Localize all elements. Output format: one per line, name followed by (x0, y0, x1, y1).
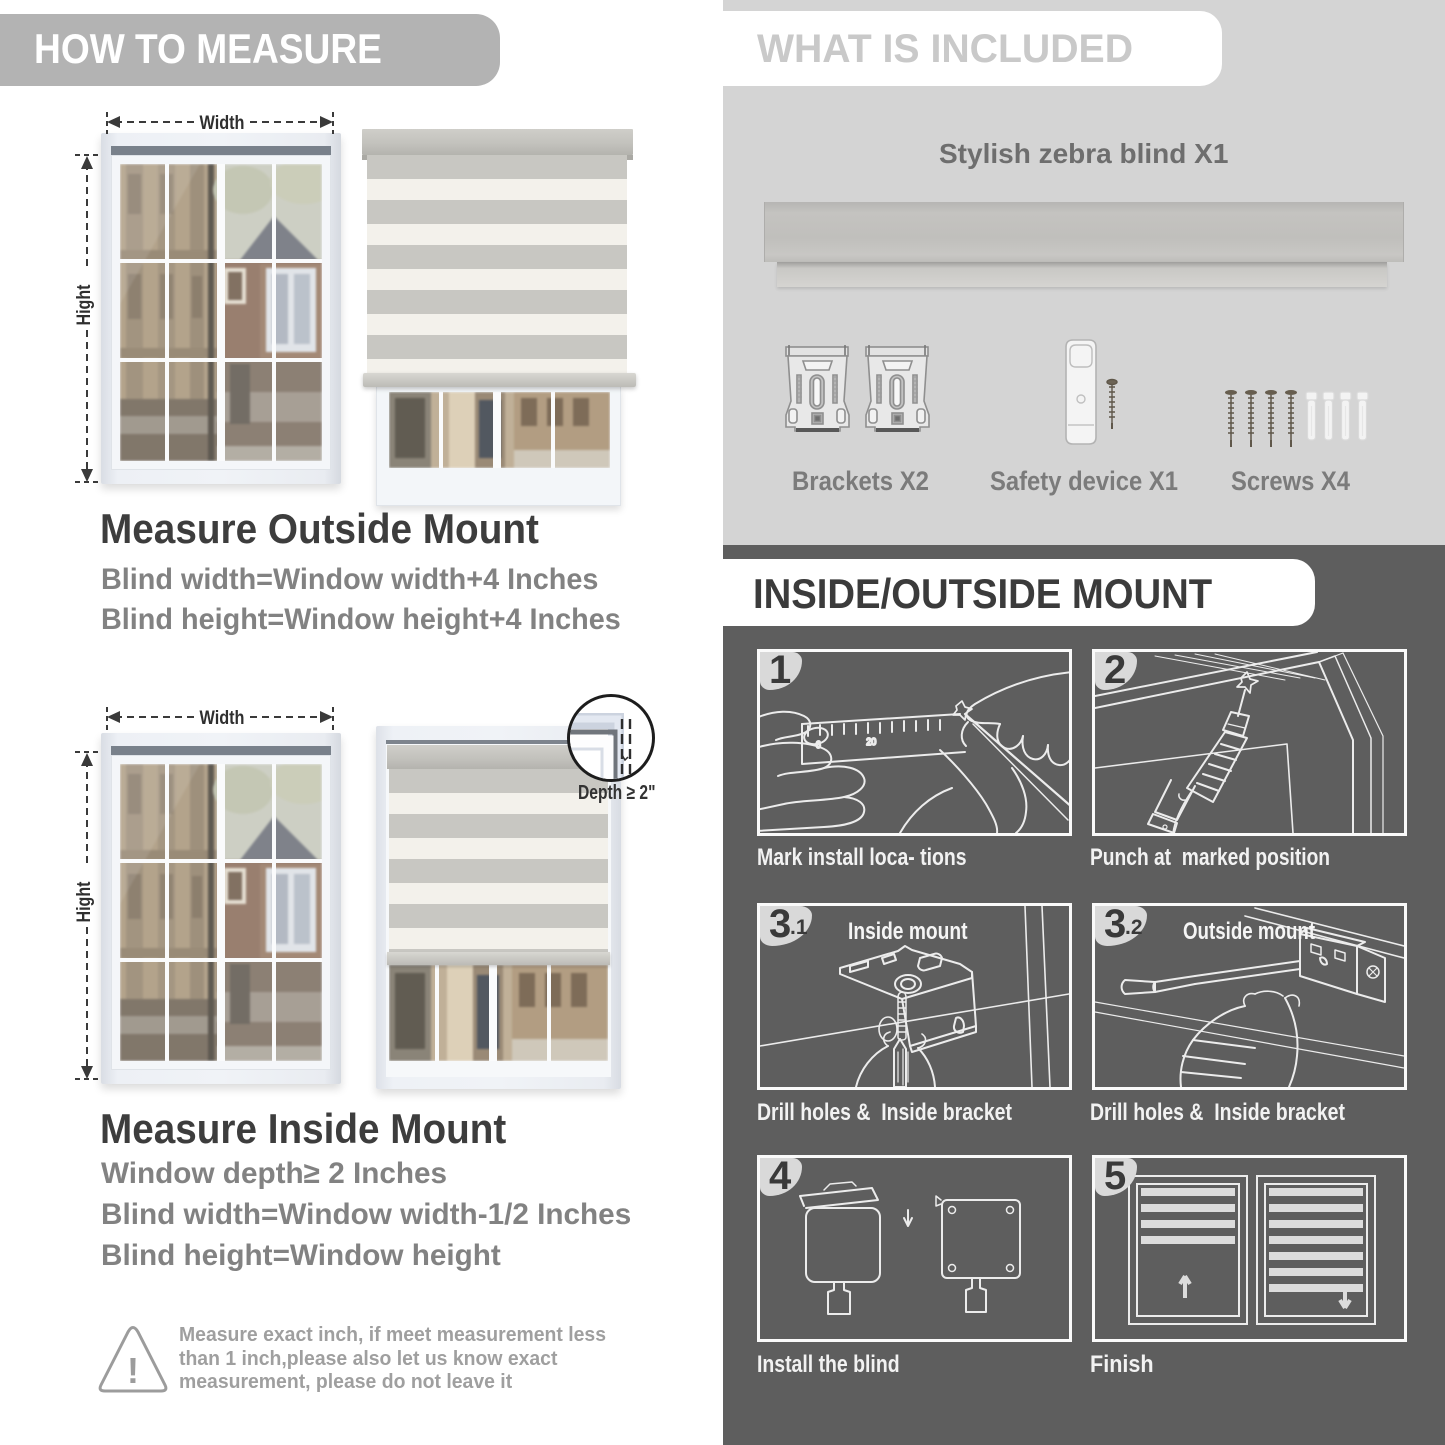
svg-text:Width: Width (200, 708, 245, 729)
svg-text:Hight: Hight (74, 284, 95, 326)
svg-text:6: 6 (816, 740, 821, 752)
svg-text:20: 20 (866, 737, 876, 749)
svg-text:Hight: Hight (74, 881, 95, 923)
svg-text:!: ! (127, 1350, 139, 1391)
svg-text:Width: Width (200, 113, 245, 134)
